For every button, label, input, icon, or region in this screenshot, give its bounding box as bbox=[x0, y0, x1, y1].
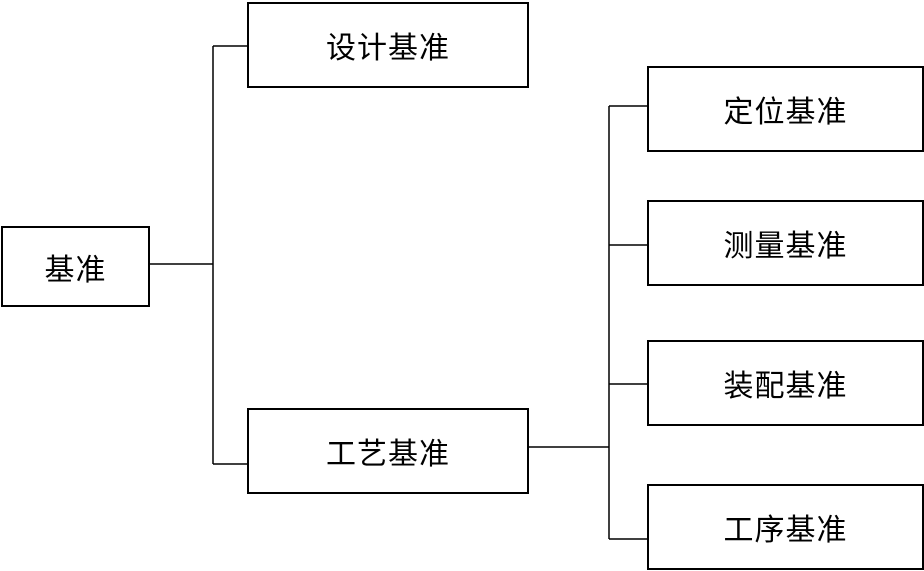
node-process-datum-label: 工艺基准 bbox=[326, 437, 450, 472]
node-process-datum: 工艺基准 bbox=[247, 408, 529, 494]
node-assembly-datum: 装配基准 bbox=[647, 340, 924, 426]
node-locating-datum: 定位基准 bbox=[647, 66, 924, 152]
node-measuring-datum: 测量基准 bbox=[647, 200, 924, 286]
node-datum-label: 基准 bbox=[44, 252, 107, 288]
node-design-datum: 设计基准 bbox=[247, 2, 529, 88]
node-design-datum-label: 设计基准 bbox=[326, 31, 450, 66]
node-operation-datum: 工序基准 bbox=[647, 484, 924, 570]
node-measuring-datum-label: 测量基准 bbox=[723, 229, 848, 264]
node-locating-datum-label: 定位基准 bbox=[723, 95, 848, 130]
node-datum: 基准 bbox=[1, 226, 150, 307]
node-operation-datum-label: 工序基准 bbox=[723, 513, 848, 548]
node-assembly-datum-label: 装配基准 bbox=[723, 369, 848, 404]
